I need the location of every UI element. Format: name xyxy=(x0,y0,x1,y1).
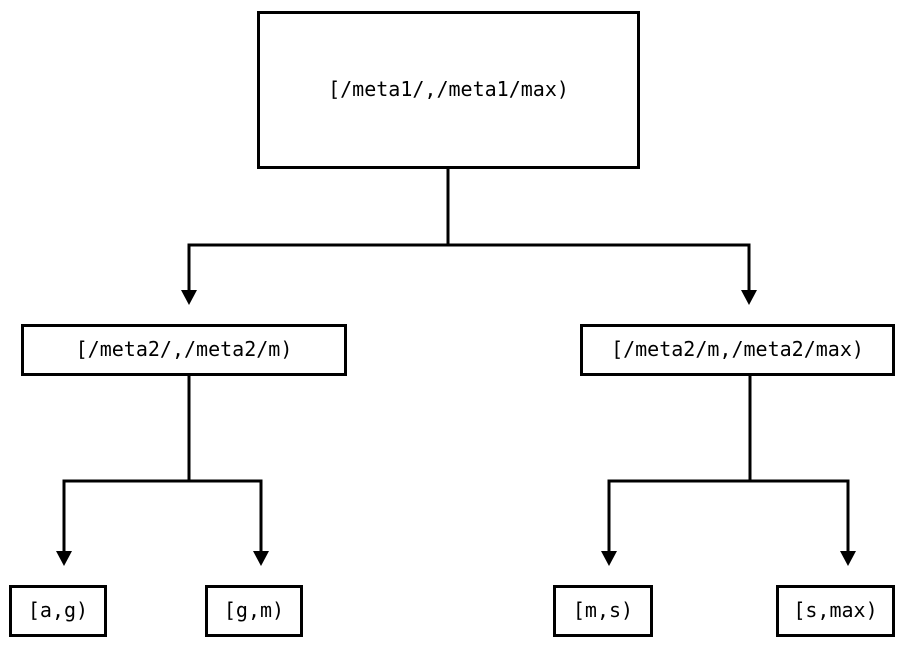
node-root[interactable]: [/meta1/,/meta1/max) xyxy=(257,11,640,169)
node-leaf-3[interactable]: [m,s) xyxy=(553,585,653,637)
node-leaf-2[interactable]: [g,m) xyxy=(205,585,303,637)
node-leaf-4[interactable]: [s,max) xyxy=(776,585,895,637)
node-leaf-1[interactable]: [a,g) xyxy=(9,585,107,637)
node-root-label: [/meta1/,/meta1/max) xyxy=(328,77,569,101)
arrowhead-mid-left xyxy=(181,290,197,305)
node-leaf-2-label: [g,m) xyxy=(223,598,285,622)
arrowhead-leaf-2 xyxy=(253,551,269,566)
mid-left-to-leaf-2 xyxy=(187,376,263,551)
root-to-mid-left xyxy=(187,168,450,291)
mid-right-to-leaf-4 xyxy=(748,376,850,551)
arrowhead-leaf-4 xyxy=(840,551,856,566)
node-mid-left-label: [/meta2/,/meta2/m) xyxy=(75,337,293,361)
node-mid-left[interactable]: [/meta2/,/meta2/m) xyxy=(21,324,347,376)
node-leaf-3-label: [m,s) xyxy=(572,598,634,622)
node-leaf-1-label: [a,g) xyxy=(27,598,89,622)
arrowhead-leaf-1 xyxy=(56,551,72,566)
node-mid-right-label: [/meta2/m,/meta2/max) xyxy=(611,337,864,361)
root-to-mid-right xyxy=(446,168,751,291)
node-leaf-4-label: [s,max) xyxy=(793,598,878,622)
mid-right-to-leaf-3 xyxy=(607,376,752,551)
arrowhead-mid-right xyxy=(741,290,757,305)
node-mid-right[interactable]: [/meta2/m,/meta2/max) xyxy=(580,324,895,376)
mid-left-to-leaf-1 xyxy=(62,376,191,551)
arrowhead-leaf-3 xyxy=(601,551,617,566)
